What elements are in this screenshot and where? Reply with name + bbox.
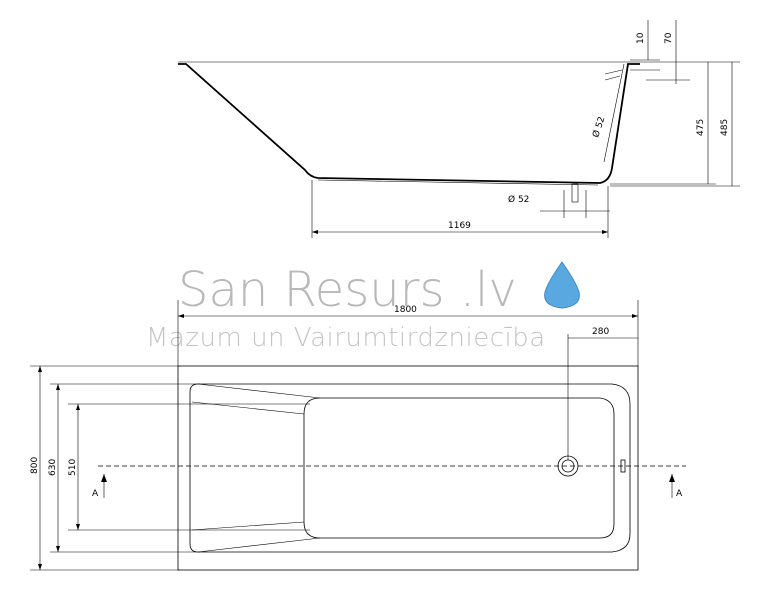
tub-outer-rim (177, 365, 639, 571)
dim-485-label: 485 (720, 119, 730, 136)
bottom-inner-line (317, 179, 599, 186)
watermark: San Resurs .lv Mazum un Vairumtirdzniecī… (146, 261, 580, 353)
top-view: 1800 280 A A 800 (30, 300, 686, 571)
overflow-tick (604, 75, 621, 81)
tub-side-outline (178, 63, 640, 184)
tub-floor (303, 397, 615, 539)
arrow (632, 314, 638, 318)
overflow-tick (604, 69, 623, 75)
watermark-subtitle: Mazum un Vairumtirdzniecība (146, 323, 546, 353)
dim-70-label: 70 (664, 32, 674, 44)
backrest-line (191, 521, 305, 531)
side-view: 10 70 475 485 Ø 52 Ø 52 1169 (178, 20, 740, 238)
arrow (312, 230, 318, 234)
section-arrow-head (101, 474, 107, 482)
dim-280-label: 280 (592, 327, 609, 337)
dim-10-label: 10 (636, 32, 646, 44)
dim-510-label: 510 (68, 459, 78, 476)
inner-wall-line (603, 63, 625, 163)
arrow (38, 366, 42, 372)
arrow (178, 314, 184, 318)
dim-630-label: 630 (48, 459, 58, 476)
dim-475-label: 475 (696, 119, 706, 136)
watermark-title: San Resurs .lv (178, 262, 517, 318)
backrest-line (197, 537, 321, 553)
section-label-left: A (92, 489, 99, 499)
dia-52-bottom-label: Ø 52 (508, 194, 529, 205)
arrow (76, 404, 80, 410)
section-label-right: A (676, 489, 683, 499)
dim-1800-label: 1800 (394, 305, 417, 315)
tub-inner-basin (189, 383, 631, 553)
dim-800-label: 800 (30, 457, 40, 474)
arrow (76, 524, 80, 530)
backrest-line (197, 383, 321, 399)
water-drop-icon (544, 261, 580, 309)
arrow (56, 546, 60, 552)
arrow (602, 230, 608, 234)
arrow (38, 564, 42, 570)
dim-1169-label: 1169 (448, 221, 471, 231)
section-arrow-head (669, 474, 675, 482)
arrow (56, 384, 60, 390)
dia-52-side-label: Ø 52 (590, 115, 607, 139)
drain-pipe (571, 183, 579, 203)
